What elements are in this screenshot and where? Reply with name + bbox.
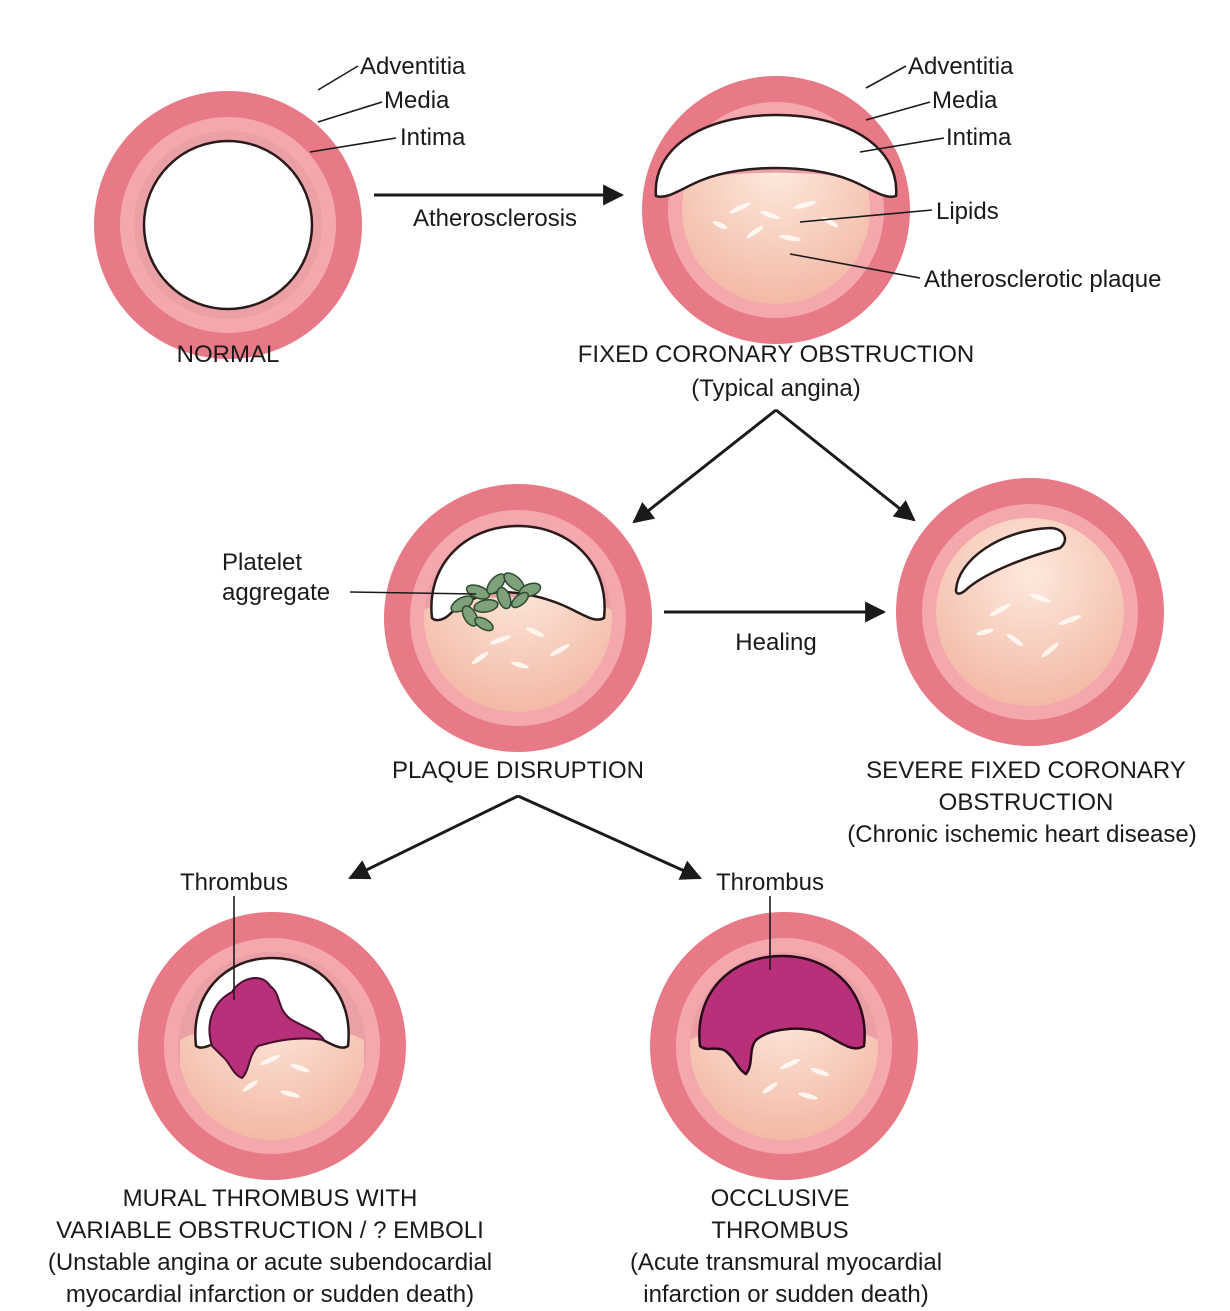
stage-title-mural-line1: MURAL THROMBUS WITH: [123, 1185, 418, 1212]
media-label: Media: [932, 87, 998, 114]
severe-obstruction-artery: [896, 478, 1164, 746]
stage-title-severe-line1: SEVERE FIXED CORONARY: [866, 757, 1186, 784]
stage-note-fixed: (Typical angina): [691, 375, 860, 402]
plaque-disruption-artery: [384, 484, 652, 752]
mural-thrombus-artery: [138, 912, 406, 1180]
stage-title-occlusive-line2: THROMBUS: [711, 1217, 848, 1244]
thrombus-label-mural: Thrombus: [180, 869, 288, 896]
stage-title-occlusive-line1: OCCLUSIVE: [711, 1185, 850, 1212]
fixed-obstruction-artery: [642, 76, 910, 344]
stage-title-fixed: FIXED CORONARY OBSTRUCTION: [578, 341, 975, 368]
thrombus-label-occlusive: Thrombus: [716, 869, 824, 896]
stage-title-severe-line2: OBSTRUCTION: [939, 789, 1114, 816]
stage-note-occlusive-line2: infarction or sudden death): [643, 1281, 929, 1308]
lumen: [144, 141, 312, 309]
atherosclerosis-label: Atherosclerosis: [413, 205, 577, 232]
stage-title-mural-line2: VARIABLE OBSTRUCTION / ? EMBOLI: [56, 1217, 484, 1244]
platelet-label-line2: aggregate: [222, 579, 330, 606]
normal-artery: [94, 91, 362, 359]
arrow-to-disruption: [634, 410, 776, 522]
intima-label: Intima: [946, 124, 1012, 151]
stage-note-occlusive-line1: (Acute transmural myocardial: [630, 1249, 942, 1276]
stage-note-mural-line1: (Unstable angina or acute subendocardial: [48, 1249, 492, 1276]
plaque-label: Atherosclerotic plaque: [924, 266, 1161, 293]
arrow-to-severe: [776, 410, 914, 520]
stage-title-disruption: PLAQUE DISRUPTION: [392, 757, 644, 784]
adventitia-label: Adventitia: [908, 53, 1014, 80]
platelet-label-line1: Platelet: [222, 549, 302, 576]
stage-title-normal: NORMAL: [177, 341, 280, 368]
stage-note-severe: (Chronic ischemic heart disease): [847, 821, 1196, 848]
arrow-to-occlusive: [518, 796, 700, 878]
lipids-label: Lipids: [936, 198, 999, 225]
occlusive-thrombus-artery: [650, 912, 918, 1180]
arrow-to-mural: [350, 796, 518, 878]
stage-note-mural-line2: myocardial infarction or sudden death): [66, 1281, 474, 1308]
adventitia-label: Adventitia: [360, 53, 466, 80]
intima-label: Intima: [400, 124, 466, 151]
healing-label: Healing: [735, 629, 816, 656]
media-label: Media: [384, 87, 450, 114]
